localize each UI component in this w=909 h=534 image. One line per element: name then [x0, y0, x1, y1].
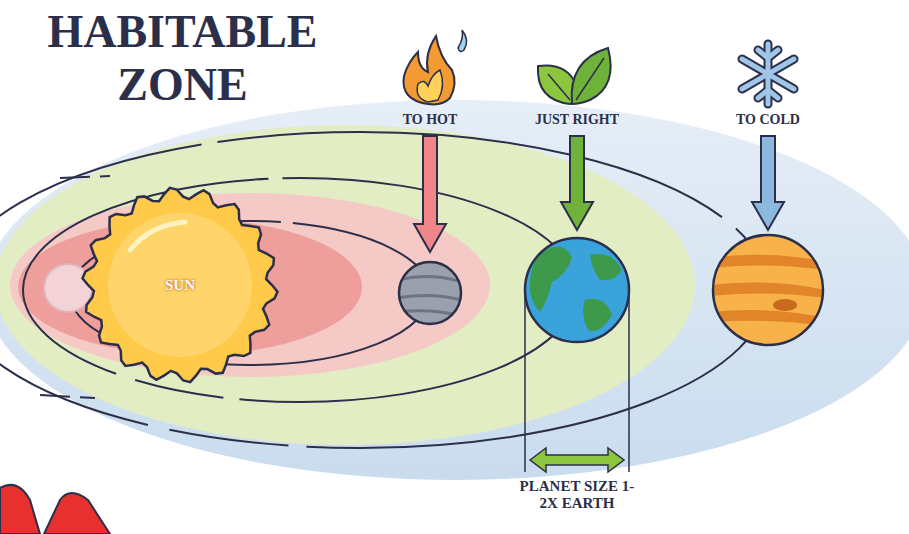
- zone-label: TO COLD: [708, 112, 828, 127]
- earth-planet: [525, 238, 629, 342]
- fire-icon: [404, 30, 467, 104]
- orbits: [0, 132, 768, 448]
- cold-planet: [710, 235, 826, 345]
- title: HABITABLE ZONE: [15, 6, 350, 112]
- snowflake-inner: [742, 44, 794, 104]
- sun-body: [83, 188, 278, 382]
- sun-core: [108, 213, 252, 357]
- zone-label: TO HOT: [370, 112, 490, 127]
- size-note: PLANET SIZE 1-2X EARTH: [516, 478, 638, 511]
- sun-highlight: [130, 222, 185, 250]
- zone-label: JUST RIGHT: [517, 112, 637, 127]
- snowflake-icon: [742, 44, 794, 104]
- pointer-arrows: [414, 136, 784, 252]
- size-dimension: [525, 292, 629, 472]
- leaf-icon: [538, 48, 611, 104]
- sun-label: SUN: [165, 277, 195, 294]
- hot-planet: [398, 262, 462, 324]
- habitable-band: [0, 125, 695, 445]
- corner-sticker: [0, 485, 110, 534]
- sun-node: SUN: [125, 265, 235, 305]
